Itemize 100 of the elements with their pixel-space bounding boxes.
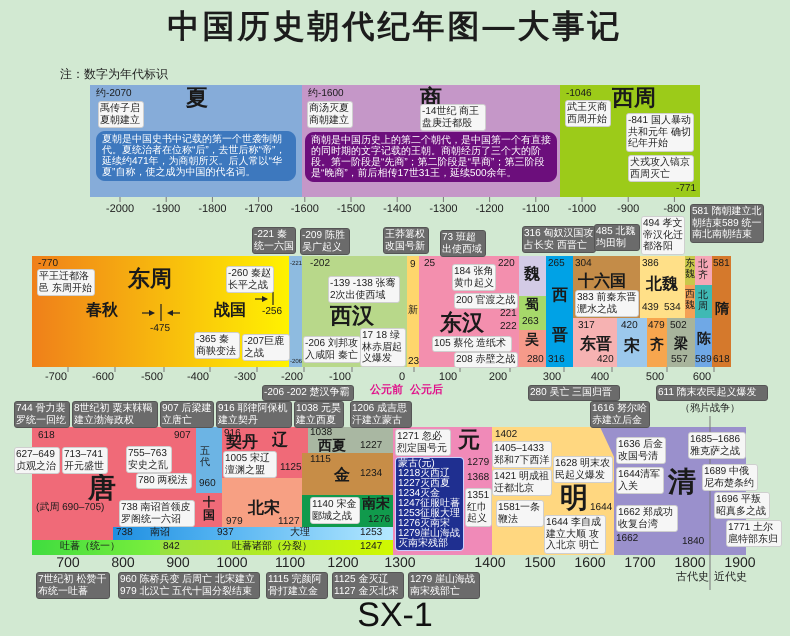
event-callout: 武王灭商西周开始 <box>565 100 611 127</box>
axis-tick-label: 500 <box>646 372 664 383</box>
dynasty-name: 十六国 <box>578 273 626 289</box>
band-name: 南诏 <box>150 528 170 538</box>
year-label: -770 <box>38 259 58 269</box>
event-callout: 184 张角黄巾起义 <box>452 264 496 291</box>
year-label: 979 <box>226 517 243 527</box>
timeline-band <box>32 540 160 555</box>
axis-tick-label: -1400 <box>383 204 412 215</box>
year-label: 1227 <box>360 441 382 451</box>
axis-tick-label: 1100 <box>274 555 306 569</box>
year-label: 220 <box>498 259 515 269</box>
dynasty-name: 金 <box>334 467 350 483</box>
page-title: 中国历史朝代纪年图—大事记 <box>168 8 622 45</box>
year-label: 222 <box>500 322 517 332</box>
dynasty-name: 西夏 <box>318 439 346 453</box>
dynasty-block <box>32 256 289 367</box>
dynasty-block <box>393 427 492 555</box>
event-callout: 1405–1433郑和7下西洋 <box>492 441 552 468</box>
dynasty-block <box>519 330 546 367</box>
event-callout: 1140 宋金郾城之战 <box>310 497 360 524</box>
dynasty-block <box>302 256 407 367</box>
list-item: 1247征服吐蕃 <box>398 499 461 509</box>
dynasty-block <box>667 318 695 367</box>
dynasty-name: 魏 <box>524 266 540 282</box>
year-label: 420 <box>621 321 638 331</box>
event-callout: 1421 明成祖迁都北京 <box>492 469 552 496</box>
axis-tick-label: -200 <box>280 372 304 383</box>
event-callout: 485 北魏均田制 <box>594 224 640 251</box>
year-label: 479 <box>648 321 665 331</box>
axis-tick-label: 1700 <box>624 555 656 569</box>
period-note: (武周 690–705) <box>36 503 104 513</box>
year-label: 25 <box>424 259 436 269</box>
event-callout: 73 班超出使西域 <box>440 230 486 257</box>
axis-tick-label: 1000 <box>216 555 248 569</box>
event-callout: 禹传子启夏朝建立 <box>98 101 144 128</box>
list-item: 1218灭西辽 <box>398 469 452 479</box>
year-label: 304 <box>575 259 592 269</box>
dynasty-name: 西晋 <box>552 284 568 346</box>
dynasty-block <box>712 256 731 367</box>
dynasty-block <box>519 296 546 330</box>
year-label: 1368 <box>467 473 490 483</box>
year-label: 618 <box>713 355 730 365</box>
year-label: 937 <box>217 528 234 538</box>
year-label: 265 <box>548 259 565 269</box>
year-label: 1247 <box>360 542 382 552</box>
event-callout: 王莽篡权改国号新 <box>383 227 429 254</box>
axis-tick-label: 400 <box>590 372 610 383</box>
event-callout: 8世纪初 粟末靺鞨建立渤海政权 <box>72 401 158 428</box>
axis-tick-label: -1800 <box>198 204 226 215</box>
dynasty-name: 东晋 <box>580 336 612 352</box>
dynasty-name: 东周 <box>128 268 172 290</box>
dynasty-name: 五代 <box>200 446 210 468</box>
timeline-band <box>213 527 393 540</box>
dynasty-name: 梁 <box>674 337 688 351</box>
event-callout: 1581一条鞭法 <box>496 500 544 527</box>
year-label: 263 <box>522 317 539 327</box>
event-callout: -221 秦统一六国 <box>252 227 296 254</box>
period-label: 古代史 <box>676 572 709 583</box>
year-label: 1402 <box>495 430 518 440</box>
list-item: 灭南宋残部 <box>398 539 449 549</box>
list-item: 1234灭金 <box>398 489 440 499</box>
dynasty-name: 东魏 <box>685 258 695 280</box>
dynasty-name: 隋 <box>715 302 729 316</box>
axis-tick-label: 1800 <box>674 555 706 569</box>
event-callout: -207巨鹿之战 <box>242 334 290 361</box>
dynasty-name: 宋 <box>624 338 640 354</box>
dynasty-block <box>685 256 695 285</box>
axis-tick-label: -1700 <box>244 204 273 215</box>
dynasty-name: 北宋 <box>248 500 280 516</box>
dynasty-block <box>560 85 700 197</box>
event-callout: 960 陈桥兵变 后周亡 北宋建立979 北汉亡 五代十国分裂结束 <box>118 572 260 599</box>
event-callout: 1771 土尔扈特部东归 <box>726 520 782 547</box>
event-label: （鸦片战争） <box>680 404 740 414</box>
event-callout: 1351红巾起义 <box>465 488 492 526</box>
event-callout: 780 两税法 <box>136 473 192 488</box>
year-label: -1046 <box>566 89 592 99</box>
dynasty-name: 西魏 <box>685 289 695 311</box>
axis-tick-label: 0 <box>398 372 406 383</box>
description-box: 商朝是中国历史上的第二个朝代，是中国第一个有直接的同时期的文字记载的王朝。商朝经历了三个大的阶段。第一阶段是“先商”；第二阶段是“早商”；第三阶段是“晚商”，前后相传17世31王，延续500余年。 <box>305 132 557 182</box>
event-callout: 1279 崖山海战南宋残部亡 <box>408 572 480 599</box>
dynasty-name: 夏 <box>186 87 208 109</box>
event-callout: 1685–1686雅克萨之战 <box>688 432 746 459</box>
note-text: 注：数字为年代标识 <box>60 68 168 80</box>
year-label: 439 <box>642 303 659 313</box>
band-name: 吐蕃（统一） <box>60 542 120 552</box>
dynasty-block <box>302 453 393 495</box>
period-label: 近代史 <box>714 572 747 583</box>
event-callout: 1696 平叛昭真多之战 <box>714 492 770 519</box>
event-callout: 755–763安史之乱 <box>126 446 172 473</box>
list-item: 1276灭南宋 <box>398 519 450 529</box>
axis-tick-label: 600 <box>692 372 712 383</box>
axis-tick-label: 700 <box>56 555 80 569</box>
axis-tick-label: -500 <box>140 372 164 383</box>
year-label: 1662 <box>616 534 638 544</box>
dynasty-name: 陈 <box>697 332 711 346</box>
year-label: 1125 <box>280 463 302 473</box>
year-label: 221 <box>500 309 517 319</box>
axis-tick-label: 1400 <box>474 555 506 569</box>
dynasty-name: 北魏 <box>646 276 678 292</box>
